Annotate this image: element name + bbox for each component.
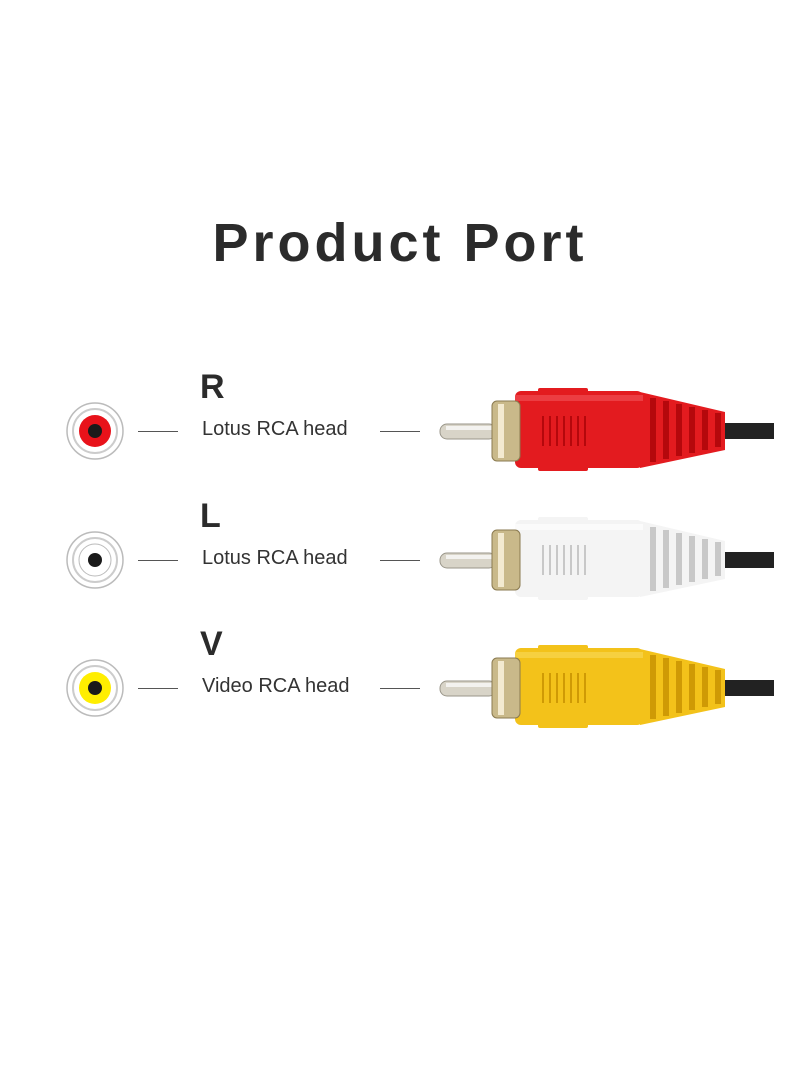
rca-jack-icon	[66, 402, 124, 460]
leader-line	[380, 431, 420, 432]
channel-caption: Lotus RCA head	[202, 547, 348, 569]
port-row-r: R Lotus RCA head	[0, 368, 800, 498]
rca-plug-icon	[439, 388, 774, 471]
rca-graphic	[66, 517, 774, 600]
page-title: Product Port	[212, 213, 588, 273]
channel-letter: L	[200, 497, 221, 535]
channel-caption: Video RCA head	[202, 675, 350, 697]
leader-line	[380, 560, 420, 561]
leader-line	[138, 431, 178, 432]
channel-caption: Lotus RCA head	[202, 418, 348, 440]
rca-plug-icon	[439, 517, 774, 600]
port-row-l: L Lotus RCA head	[0, 497, 800, 627]
leader-line	[138, 688, 178, 689]
channel-letter: V	[200, 625, 223, 663]
channel-letter: R	[200, 368, 225, 406]
leader-line	[138, 560, 178, 561]
port-row-v: V Video RCA head	[0, 625, 800, 755]
rca-jack-icon	[66, 659, 124, 717]
leader-line	[380, 688, 420, 689]
rca-graphic	[66, 388, 774, 471]
rca-jack-icon	[66, 531, 124, 589]
rca-plug-icon	[439, 645, 774, 728]
rca-graphic	[66, 645, 774, 728]
